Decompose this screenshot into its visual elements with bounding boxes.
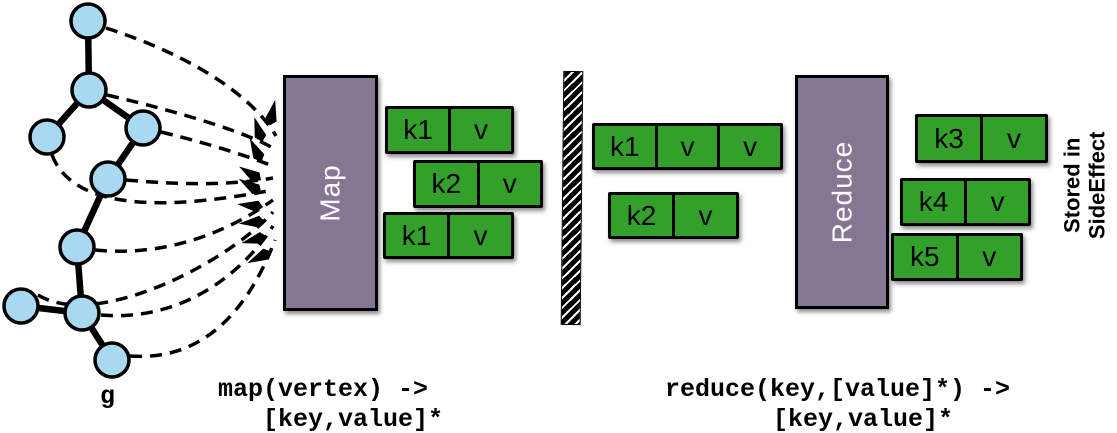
kv-key: k1 bbox=[388, 109, 451, 151]
kv-value: v bbox=[982, 241, 997, 272]
reduce-signature-line2: [key,value]* bbox=[773, 405, 954, 433]
kv-value: v bbox=[658, 126, 721, 167]
side-effect-note-line1: Stored in bbox=[1059, 137, 1085, 233]
map-stage-box: Map bbox=[283, 75, 378, 311]
kv-box-map-output-2: k2 v bbox=[413, 160, 543, 208]
map-stage-label: Map bbox=[314, 164, 346, 222]
kv-box-shuffle-1: k1 v v bbox=[592, 123, 783, 170]
kv-value: v bbox=[502, 168, 517, 199]
side-effect-note-line2: SideEffect bbox=[1085, 131, 1110, 239]
kv-key: k5 bbox=[894, 236, 959, 278]
shuffle-barrier bbox=[560, 70, 584, 326]
side-effect-note: Stored in SideEffect bbox=[1050, 95, 1117, 275]
reduce-stage-label: Reduce bbox=[826, 140, 858, 244]
kv-box-reduce-output-2: k4 v bbox=[900, 178, 1031, 226]
kv-value: v bbox=[473, 219, 488, 251]
map-signature-line2: [key,value]* bbox=[263, 405, 444, 433]
kv-key: k3 bbox=[918, 117, 983, 160]
kv-box-shuffle-2: k2 v bbox=[608, 192, 739, 239]
map-signature-line1: map(vertex) -> bbox=[218, 375, 429, 404]
kv-value: v bbox=[474, 114, 488, 145]
kv-key: k2 bbox=[611, 195, 675, 236]
kv-value: v bbox=[990, 186, 1005, 217]
reduce-stage-box: Reduce bbox=[795, 75, 889, 309]
kv-key: k1 bbox=[595, 126, 658, 167]
reduce-signature-line1: reduce(key,[value]*) -> bbox=[665, 375, 1011, 404]
graph-vertices bbox=[2, 2, 162, 379]
graph-label: g bbox=[100, 382, 116, 411]
kv-box-reduce-output-1: k3 v bbox=[915, 114, 1048, 163]
kv-box-map-output-3: k1 v bbox=[383, 212, 514, 259]
kv-key: k4 bbox=[903, 181, 967, 223]
kv-value: v bbox=[743, 130, 758, 162]
kv-box-map-output-1: k1 v bbox=[385, 106, 514, 154]
kv-value: v bbox=[1007, 122, 1021, 154]
kv-key: k1 bbox=[386, 215, 450, 256]
kv-value: v bbox=[698, 199, 713, 231]
kv-box-reduce-output-3: k5 v bbox=[891, 233, 1023, 281]
kv-key: k2 bbox=[416, 163, 480, 205]
